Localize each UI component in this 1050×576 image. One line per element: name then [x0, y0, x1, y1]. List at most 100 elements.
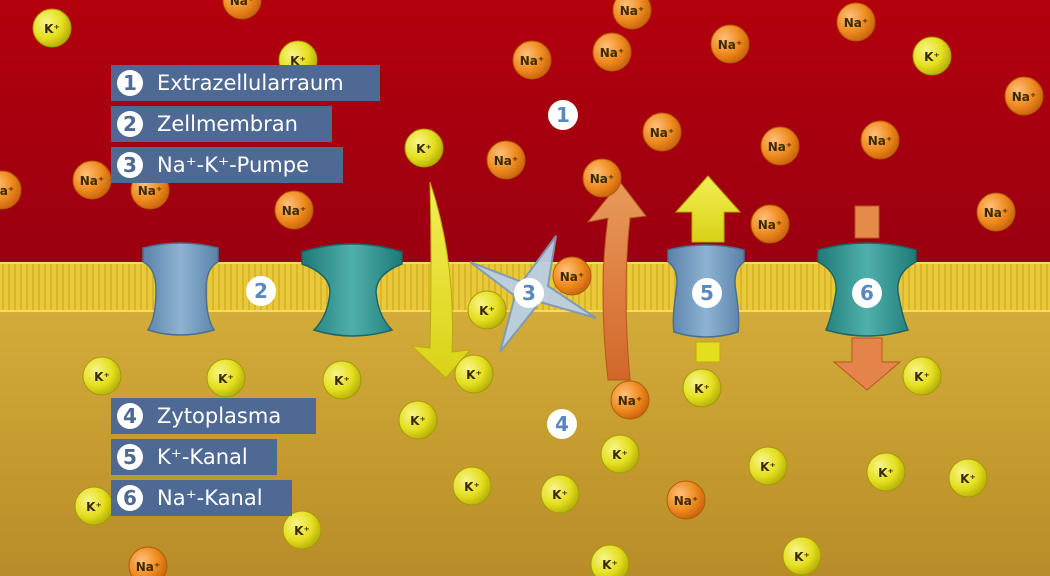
legend-item-na-channel: 6 Na⁺-Kanal	[111, 480, 292, 516]
k-ion-label: K⁺	[294, 524, 310, 538]
callout-extracellular: 1	[548, 100, 578, 130]
legend-item-pump: 3 Na⁺-K⁺-Pumpe	[111, 147, 343, 183]
k-ion-label: K⁺	[602, 558, 618, 572]
k-efflux-arrow-tail	[695, 341, 721, 363]
k-ion-label: K⁺	[416, 142, 432, 156]
na-influx-arrow	[832, 337, 902, 391]
k-ion: K⁺	[866, 452, 906, 492]
legend-label: Na⁺-K⁺-Pumpe	[157, 153, 309, 177]
na-ion-label: Na⁺	[844, 16, 868, 30]
k-ion: K⁺	[282, 510, 322, 550]
na-influx-arrow-tail	[854, 205, 880, 239]
k-ion: K⁺	[948, 458, 988, 498]
na-ion-label: Na⁺	[868, 134, 892, 148]
k-ion: K⁺	[748, 446, 788, 486]
na-ion: Na⁺	[274, 190, 314, 230]
k-ion-label: K⁺	[694, 382, 710, 396]
na-ion: Na⁺	[582, 158, 622, 198]
na-ion: Na⁺	[976, 192, 1016, 232]
k-ion-label: K⁺	[410, 414, 426, 428]
na-ion: Na⁺	[760, 126, 800, 166]
legend-top: 1 Extrazellularraum 2 Zellmembran 3 Na⁺-…	[111, 65, 380, 188]
legend-number: 5	[117, 444, 143, 470]
na-ion-label: Na⁺	[618, 394, 642, 408]
na-ion: Na⁺	[710, 24, 750, 64]
legend-item-k-channel: 5 K⁺-Kanal	[111, 439, 277, 475]
k-ion-label: K⁺	[924, 50, 940, 64]
na-ion: Na⁺	[552, 256, 592, 296]
na-ion-label: Na⁺	[620, 4, 644, 18]
k-ion-label: K⁺	[612, 448, 628, 462]
k-ion-label: K⁺	[86, 500, 102, 514]
na-ion-label: Na⁺	[230, 0, 254, 8]
legend-label: K⁺-Kanal	[157, 445, 248, 469]
na-ion-label: Na⁺	[282, 204, 306, 218]
na-ion-label: Na⁺	[494, 154, 518, 168]
na-ion: Na⁺	[612, 0, 652, 30]
k-ion: K⁺	[912, 36, 952, 76]
k-ion-label: K⁺	[290, 54, 306, 68]
legend-bottom: 4 Zytoplasma 5 K⁺-Kanal 6 Na⁺-Kanal	[111, 398, 316, 521]
legend-label: Na⁺-Kanal	[157, 486, 263, 510]
legend-label: Zytoplasma	[157, 404, 282, 428]
k-ion-label: K⁺	[479, 304, 495, 318]
k-ion: K⁺	[82, 356, 122, 396]
k-ion: K⁺	[398, 400, 438, 440]
k-ion: K⁺	[782, 536, 822, 576]
k-ion-label: K⁺	[960, 472, 976, 486]
na-ion: Na⁺	[750, 204, 790, 244]
k-ion-label: K⁺	[794, 550, 810, 564]
na-efflux-arrow	[586, 181, 647, 381]
legend-number: 4	[117, 403, 143, 429]
na-ion: Na⁺	[836, 2, 876, 42]
callout-na-channel: 6	[852, 278, 882, 308]
k-ion-label: K⁺	[94, 370, 110, 384]
na-ion: Na⁺	[72, 160, 112, 200]
k-ion: K⁺	[74, 486, 114, 526]
na-ion: Na⁺	[486, 140, 526, 180]
k-channel-closed	[142, 242, 219, 336]
k-ion: K⁺	[206, 358, 246, 398]
na-ion-label: Na⁺	[0, 184, 14, 198]
na-ion: Na⁺	[512, 40, 552, 80]
na-channel-closed	[301, 243, 403, 337]
na-ion: Na⁺	[666, 480, 706, 520]
k-ion-label: K⁺	[878, 466, 894, 480]
callout-cytoplasm: 4	[547, 409, 577, 439]
k-ion: K⁺	[32, 8, 72, 48]
na-ion-label: Na⁺	[590, 172, 614, 186]
na-ion: Na⁺	[222, 0, 262, 20]
callout-membrane: 2	[246, 276, 276, 306]
na-ion-label: Na⁺	[758, 218, 782, 232]
na-ion-label: Na⁺	[136, 560, 160, 574]
na-ion: Na⁺	[128, 546, 168, 576]
k-ion-label: K⁺	[760, 460, 776, 474]
na-ion-label: Na⁺	[520, 54, 544, 68]
legend-number: 2	[117, 111, 143, 137]
na-ion-label: Na⁺	[600, 46, 624, 60]
callout-k-channel: 5	[692, 278, 722, 308]
k-ion-label: K⁺	[44, 22, 60, 36]
na-ion-label: Na⁺	[650, 126, 674, 140]
k-ion-label: K⁺	[334, 374, 350, 388]
na-ion-label: Na⁺	[718, 38, 742, 52]
na-ion-label: Na⁺	[1012, 90, 1036, 104]
legend-label: Zellmembran	[157, 112, 298, 136]
k-ion: K⁺	[540, 474, 580, 514]
legend-item-extracellular: 1 Extrazellularraum	[111, 65, 380, 101]
k-ion-label: K⁺	[914, 370, 930, 384]
k-ion: K⁺	[454, 354, 494, 394]
na-ion: Na⁺	[642, 112, 682, 152]
k-ion: K⁺	[452, 466, 492, 506]
callout-pump: 3	[514, 278, 544, 308]
na-ion: Na⁺	[1004, 76, 1044, 116]
legend-number: 6	[117, 485, 143, 511]
legend-number: 1	[117, 70, 143, 96]
na-ion: Na⁺	[610, 380, 650, 420]
na-ion-label: Na⁺	[560, 270, 584, 284]
na-ion: Na⁺	[0, 170, 22, 210]
k-ion: K⁺	[322, 360, 362, 400]
k-ion-label: K⁺	[464, 480, 480, 494]
na-ion: Na⁺	[860, 120, 900, 160]
